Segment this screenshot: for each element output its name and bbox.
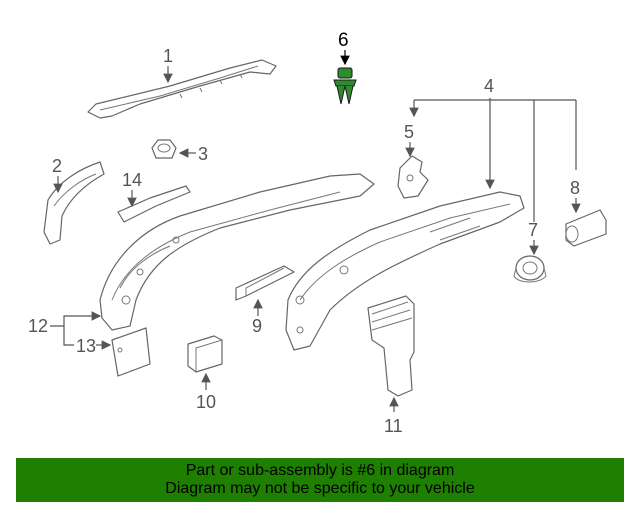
part-11-duct[interactable] (367, 295, 415, 397)
banner-line-2: Diagram may not be specific to your vehi… (165, 480, 475, 497)
part-12-frame[interactable] (99, 173, 375, 331)
callout-5: 5 (404, 122, 414, 142)
part-5-clip[interactable] (397, 155, 429, 199)
callout-4: 4 (484, 76, 494, 96)
callout-2: 2 (52, 156, 62, 176)
part-13-plate[interactable] (111, 327, 151, 377)
part-3-nut[interactable] (151, 139, 177, 159)
callout-3: 3 (198, 144, 208, 164)
part-9-block[interactable] (235, 265, 295, 301)
callout-6: 6 (338, 30, 349, 51)
callout-13: 13 (76, 336, 96, 356)
part-14-strip[interactable] (117, 185, 191, 223)
callout-9: 9 (252, 316, 262, 336)
part-8-cap[interactable] (565, 209, 607, 247)
part-7-grommet[interactable] (513, 255, 547, 283)
part-6-fastener-highlighted[interactable] (333, 67, 357, 105)
banner-line-1: Part or sub-assembly is #6 in diagram (185, 462, 455, 479)
part-4-frame[interactable] (285, 191, 525, 351)
info-banner: Part or sub-assembly is #6 in diagram Di… (16, 458, 624, 502)
callout-14: 14 (122, 170, 142, 190)
callout-1: 1 (163, 46, 173, 66)
callout-7: 7 (528, 220, 538, 240)
part-2-bracket[interactable] (43, 161, 105, 245)
callout-8: 8 (570, 178, 580, 198)
callout-11: 11 (384, 416, 403, 436)
part-1-rail[interactable] (87, 59, 277, 119)
part-10-box[interactable] (187, 335, 223, 373)
callout-10: 10 (196, 392, 216, 412)
callout-12: 12 (28, 316, 48, 336)
